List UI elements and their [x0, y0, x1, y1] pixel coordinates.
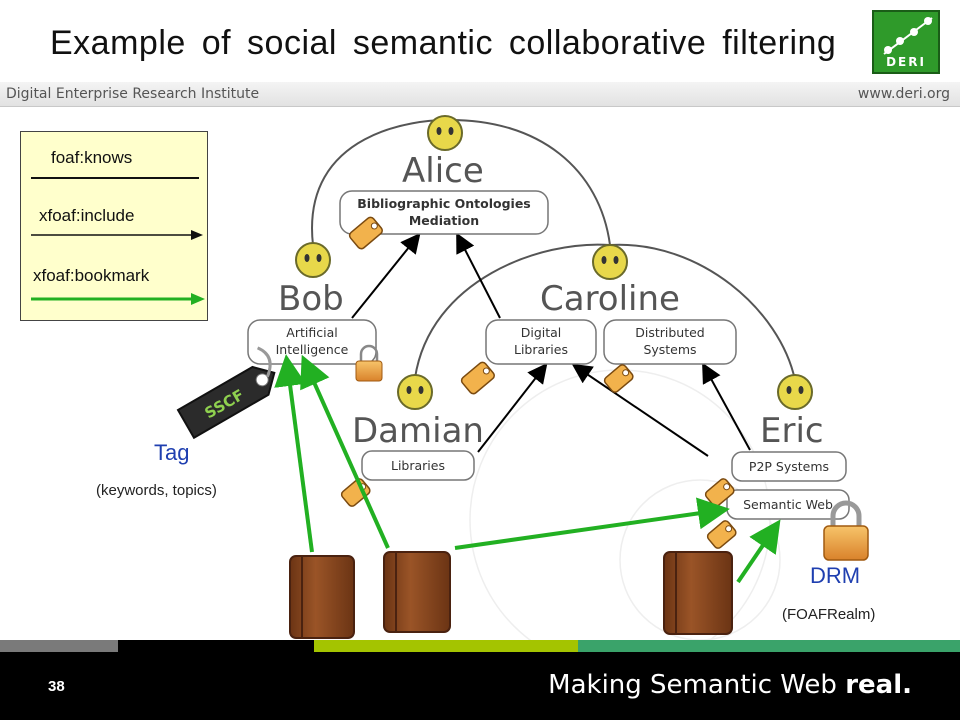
caroline-smiley-icon: [592, 244, 628, 280]
bob-smiley-icon: [295, 242, 331, 278]
folder-libraries: Libraries: [361, 450, 475, 481]
folder-distributed-systems: Distributed Systems: [603, 319, 737, 365]
eric-smiley-icon: [777, 374, 813, 410]
folder-p2p-systems: P2P Systems: [731, 451, 847, 482]
institute-name: Digital Enterprise Research Institute: [6, 86, 260, 102]
background-circle: [619, 479, 781, 640]
logo-text: DERI: [886, 55, 926, 69]
knows-arc-caroline-eric: [609, 243, 796, 381]
folder-bibliographic: Bibliographic Ontologies Mediation: [339, 190, 549, 235]
tagline-bold: real.: [845, 670, 912, 700]
legend-arrowhead-bookmark: [191, 293, 205, 305]
legend-arrowhead-include: [191, 230, 203, 240]
footer-tagline: Making Semantic Web real.: [548, 670, 912, 700]
folder-label: Semantic Web: [743, 497, 833, 512]
drm-label: DRM: [810, 563, 861, 588]
book-icon: [289, 555, 355, 639]
legend-label-include: xfoaf:include: [39, 206, 135, 225]
folder-artificial-intelligence: Artificial Intelligence: [247, 319, 377, 365]
institute-band: Digital Enterprise Research Institute ww…: [0, 82, 960, 107]
tag-icon: [460, 361, 495, 395]
bookmark-arrow-2: [300, 354, 390, 549]
legend-label-bookmark: xfoaf:bookmark: [33, 266, 150, 285]
include-arrow-dl-alice: [456, 232, 501, 319]
knows-arc-bob-alice: [311, 119, 446, 246]
folder-label: Artificial: [286, 325, 337, 340]
stripe-gray: [0, 640, 118, 652]
slide-title: Example of social semantic collaborative…: [50, 24, 837, 62]
bookmark-arrow-3: [454, 497, 730, 550]
folder-label: Bibliographic Ontologies: [357, 196, 530, 211]
alice-smiley-icon: [427, 115, 463, 151]
folder-label: Systems: [643, 342, 696, 357]
include-arrow-ai-alice: [351, 232, 421, 319]
damian-smiley-icon: [397, 374, 433, 410]
person-name-damian: Damian: [352, 411, 484, 451]
network-diagram: Alice Bob Caroline Damian Eric Bibliogra…: [176, 115, 869, 640]
footer-bar: 38 Making Semantic Web real.: [0, 652, 960, 720]
footer-stripes: [0, 640, 960, 652]
logo-dots-icon: [883, 17, 933, 55]
tagline-prefix: Making Semantic Web: [548, 670, 837, 700]
knows-arc-alice-caroline: [444, 118, 611, 246]
stripe-green: [578, 640, 960, 652]
folder-label: Libraries: [391, 458, 445, 473]
knows-arc-damian-caroline: [414, 243, 611, 379]
book-icon: [383, 551, 451, 633]
drm-note: (FOAFRealm): [782, 606, 876, 623]
book-icon: [663, 551, 733, 635]
legend-box: foaf:knows xfoaf:include xfoaf:bookmark: [20, 131, 208, 321]
institute-url[interactable]: www.deri.org: [857, 86, 950, 102]
include-arrow-p2p-dl: [571, 363, 709, 457]
stripe-lime: [314, 640, 578, 652]
drm-lock-icon: [823, 500, 869, 561]
person-name-eric: Eric: [760, 411, 824, 451]
lock-icon: [355, 344, 383, 382]
legend-label-knows: foaf:knows: [51, 148, 133, 167]
bookmark-arrow-4: [736, 519, 781, 584]
page-number: 38: [48, 678, 65, 695]
folder-label: Intelligence: [276, 342, 349, 357]
include-arrow-lib-dl: [477, 362, 548, 453]
tag-note: (keywords, topics): [96, 482, 217, 499]
sscf-tag-icon: SSCF: [176, 346, 276, 440]
person-name-alice: Alice: [402, 151, 484, 191]
folder-label: Digital: [521, 325, 562, 340]
person-name-caroline: Caroline: [540, 279, 680, 319]
folder-label: P2P Systems: [749, 459, 829, 474]
folder-label: Distributed: [635, 325, 705, 340]
stripe-black: [118, 640, 314, 652]
folder-label: Mediation: [409, 213, 479, 228]
folder-label: Libraries: [514, 342, 568, 357]
bookmark-arrow-1: [274, 354, 314, 553]
folder-digital-libraries: Digital Libraries: [485, 319, 597, 365]
tag-label: Tag: [154, 440, 190, 465]
deri-logo: DERI: [872, 10, 940, 74]
person-name-bob: Bob: [278, 279, 344, 319]
tag-icon: [603, 364, 634, 393]
tag-icon: [348, 216, 383, 250]
include-arrow-p2p-ds: [702, 362, 751, 451]
legend-lines: [31, 177, 205, 305]
tag-icon: [706, 520, 737, 549]
